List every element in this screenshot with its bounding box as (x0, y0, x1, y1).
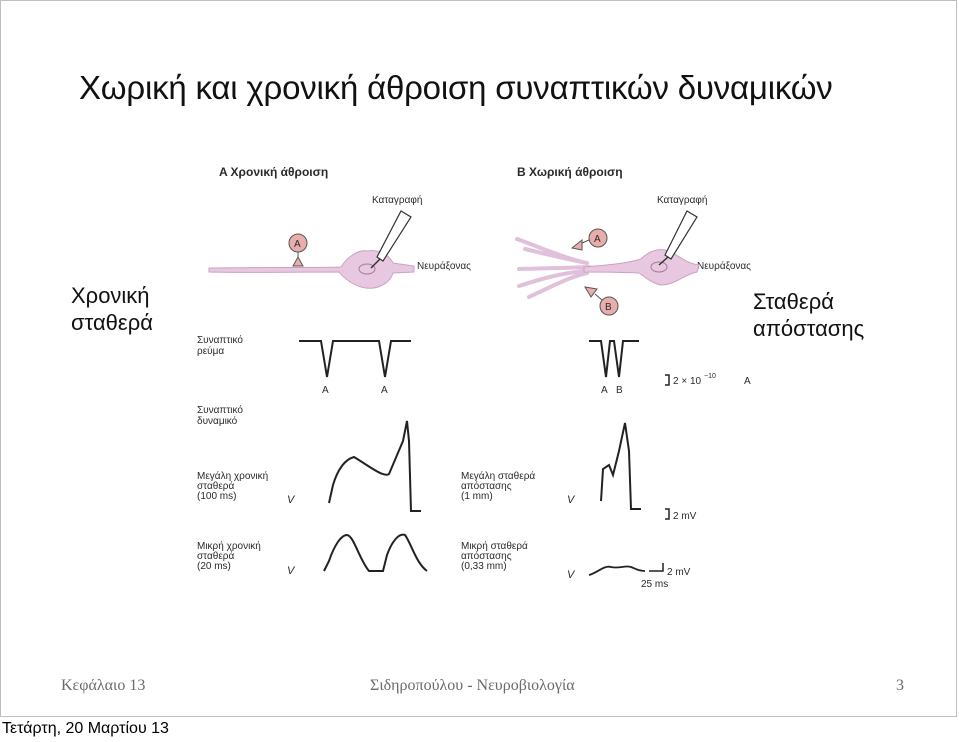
left-caption-line-1: Χρονική (71, 283, 150, 308)
panel-b-small-label-3: (0,33 mm) (461, 561, 507, 572)
panel-b-current-scale-value: 2 × 10 (673, 376, 702, 387)
panel-b-current-scale-unit: A (744, 376, 751, 387)
slide-title: Χωρική και χρονική άθροιση συναπτικών δυ… (79, 69, 833, 106)
panel-b-recording-electrode (658, 210, 698, 266)
panel-b-small-scale: 2 mV 25 ms (641, 563, 691, 590)
date-caption: Τετάρτη, 20 Μαρτίου 13 (2, 720, 169, 737)
panel-b-large-label-3: (1 mm) (461, 491, 493, 502)
panel-b-current-trace (589, 340, 639, 378)
panel-b-recording-label: Καταγραφή (657, 194, 707, 206)
panel-a-synapse-label: A (294, 239, 301, 250)
panel-b-synapse-b: B (584, 286, 619, 316)
panel-b-large-trace (600, 422, 641, 510)
panel-a-small-label-2: σταθερά (197, 550, 234, 562)
slide: Χωρική και χρονική άθροιση συναπτικών δυ… (0, 0, 957, 717)
summation-figure-svg: A Χρονική άθροιση Καταγραφή Νευράξονας A… (197, 165, 751, 590)
left-caption: Χρονική σταθερά (71, 282, 153, 336)
panel-a-current-mark-2: A (381, 385, 388, 396)
panel-b-nucleus (650, 261, 668, 273)
panel-a-current-mark-1: A (322, 385, 329, 396)
panel-b-axon-label: Νευράξονας (697, 260, 751, 272)
panel-a-large-label-2: σταθερά (197, 480, 234, 492)
panel-b-small-voltage-scale-label: 2 mV (667, 567, 691, 578)
panel-b-large-vm-label: V (567, 494, 576, 506)
panel-a-small-trace (323, 533, 428, 572)
panel-b-current-mark-b: B (616, 385, 623, 396)
panel-a-neuron (208, 250, 415, 289)
panel-a-small-label-1: Μικρή χρονική (197, 540, 261, 552)
panel-a-nucleus (358, 263, 376, 275)
panel-b-current-scale: 2 × 10 −10 A (665, 373, 751, 387)
left-caption-line-2: σταθερά (71, 310, 153, 335)
panel-b-small-trace (588, 565, 646, 576)
panel-b-small-label-1: Μικρή σταθερά (461, 540, 528, 552)
panel-a-recording-label: Καταγραφή (372, 194, 422, 206)
panel-a-heading: A Χρονική άθροιση (219, 165, 328, 179)
panel-a-large-trace (328, 420, 421, 512)
panel-b-voltage-scale: 2 mV (665, 508, 697, 522)
panel-b-large-label-2: απόστασης (461, 480, 512, 492)
panel-a-current-label-1: Συναπτικό (197, 334, 243, 346)
panel-a-large-label-1: Μεγάλη χρονική (197, 470, 268, 482)
right-caption: Σταθερά απόστασης (753, 288, 864, 342)
panel-a-current-trace (299, 340, 411, 378)
panel-b-large-label-1: Μεγάλη σταθερά (461, 470, 535, 482)
panel-b-synapse-b-label: B (605, 302, 612, 313)
panel-b-small-label-2: απόστασης (461, 550, 512, 562)
panel-a-large-vm-label: V (287, 494, 296, 506)
panel-a-synapse: A (288, 233, 308, 267)
footer-author-course: Σιδηροπούλου - Νευροβιολογία (370, 677, 575, 694)
panel-b-small-vm-label: V (567, 569, 576, 581)
panel-a-cell-body (208, 250, 415, 289)
footer-chapter: Κεφάλαιο 13 (61, 677, 146, 694)
panel-a-current-label-2: ρεύμα (197, 345, 224, 357)
panel-a-small-label-3: (20 ms) (197, 561, 231, 572)
panel-a-axon-label: Νευράξονας (417, 260, 471, 272)
panel-b-current-mark-a: A (601, 385, 608, 396)
panel-b-cell-body (583, 249, 700, 286)
panel-a-small-vm-label: V (287, 565, 296, 577)
right-caption-line-2: απόστασης (753, 316, 865, 341)
right-caption-line-1: Σταθερά (753, 289, 834, 314)
panel-b-synapse-a-label: A (594, 234, 601, 245)
panel-b-time-scale-label: 25 ms (641, 579, 668, 590)
panel-b-heading: B Χωρική άθροιση (517, 165, 623, 179)
panel-b-voltage-scale-label: 2 mV (673, 511, 697, 522)
panel-a-potential-label-1: Συναπτικό (197, 404, 243, 416)
panel-a-potential-label-2: δυναμικό (197, 415, 238, 427)
panel-a-large-label-3: (100 ms) (197, 491, 236, 502)
panel-b-synapse-a: A (570, 228, 608, 251)
panel-b-current-scale-exp: −10 (704, 373, 716, 380)
footer-page-number: 3 (896, 677, 904, 694)
summation-figure: A Χρονική άθροιση Καταγραφή Νευράξονας A… (189, 151, 779, 601)
panel-a-recording-electrode (370, 210, 412, 269)
